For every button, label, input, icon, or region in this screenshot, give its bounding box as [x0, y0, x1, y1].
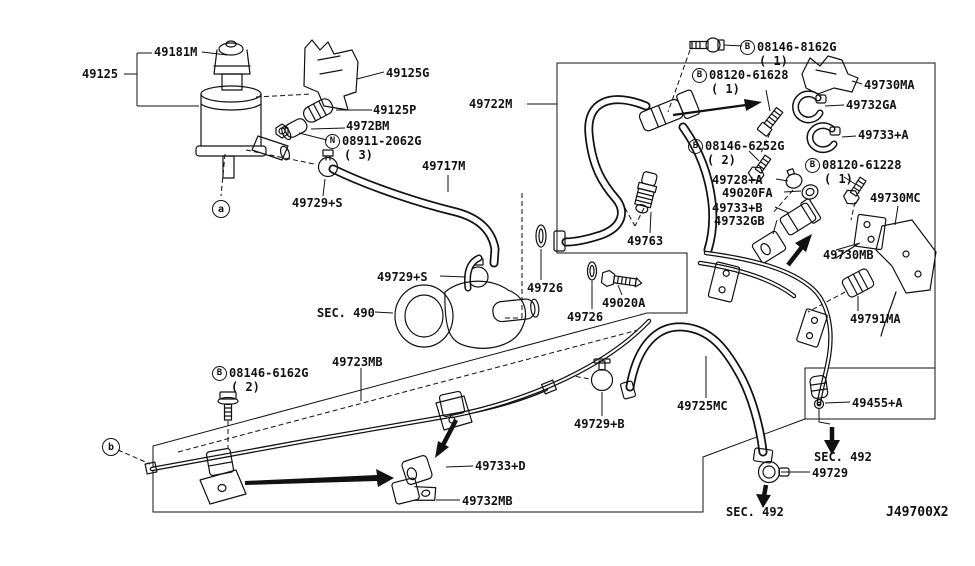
part-label-4972BM[interactable]: 4972BM: [346, 119, 390, 133]
part-label-49730MB[interactable]: 49730MB: [823, 248, 874, 262]
bolt-number: 08120-61228: [822, 158, 902, 172]
circled-b-icon: B: [692, 68, 707, 83]
bolt-08146-6162G: [218, 392, 238, 420]
pressure-sensor-49763: [632, 171, 659, 215]
bolt-08146-8162G: [690, 38, 724, 52]
leader-lines: [124, 45, 898, 500]
hose-clamp: [319, 150, 338, 177]
circled-n-icon: N: [325, 134, 340, 149]
part-label-49725MC[interactable]: 49725MC: [677, 399, 728, 413]
part-label-49726-1[interactable]: 49726: [527, 281, 564, 295]
bolt-qty: ( 2): [231, 380, 260, 394]
part-label-49729S-1[interactable]: 49729+S: [292, 196, 343, 210]
bolt-number: 08146-8162G: [757, 40, 837, 54]
circled-b-icon: B: [805, 158, 820, 173]
part-label-49791MA[interactable]: 49791MA: [850, 312, 901, 326]
power-steering-pump: [395, 258, 540, 348]
bolt-qty: ( 1): [824, 172, 853, 186]
bolt-qty: ( 1): [759, 54, 788, 68]
part-label-49733B[interactable]: 49733+B: [712, 201, 763, 215]
part-label-49729S-2[interactable]: 49729+S: [377, 270, 428, 284]
part-label-49181M[interactable]: 49181M: [154, 45, 198, 59]
part-label-49729B[interactable]: 49729+B: [574, 417, 625, 431]
part-label-49723MB[interactable]: 49723MB: [332, 355, 383, 369]
bolt-number: 08911-2062G: [342, 134, 422, 148]
part-label-49125[interactable]: 49125: [82, 67, 119, 81]
bolt-number: 08146-6162G: [229, 366, 309, 380]
part-label-49020A[interactable]: 49020A: [602, 296, 646, 310]
part-label-49722M[interactable]: 49722M: [469, 97, 513, 111]
part-label-49730MC[interactable]: 49730MC: [870, 191, 921, 205]
connector-marker-b: b: [102, 438, 120, 456]
part-label-49455A[interactable]: 49455+A: [852, 396, 903, 410]
bolt-qty: ( 3): [344, 148, 373, 162]
dashed-lines: [118, 50, 855, 464]
part-label-49732MB[interactable]: 49732MB: [462, 494, 513, 508]
bracket-49732MB: [391, 473, 438, 509]
part-label-49733A[interactable]: 49733+A: [858, 128, 909, 142]
part-label-49730MA[interactable]: 49730MA: [864, 78, 915, 92]
part-label-49125P[interactable]: 49125P: [373, 103, 417, 117]
section-ref-492-right[interactable]: SEC. 492: [814, 450, 872, 464]
part-label-49728A[interactable]: 49728+A: [712, 173, 763, 187]
drawing-code: J49700X2: [886, 505, 949, 520]
clamp-49729B: [592, 359, 613, 391]
part-label-49732GB[interactable]: 49732GB: [714, 214, 765, 228]
bolt-08120-61228: [841, 175, 869, 207]
clamp-49729: [759, 462, 790, 483]
circled-b-icon: B: [212, 366, 227, 381]
part-label-49729[interactable]: 49729: [812, 466, 849, 480]
reservoir-assembly: [196, 41, 291, 178]
section-ref-492-bottom[interactable]: SEC. 492: [726, 505, 784, 519]
bolt-number: 08146-6252G: [705, 139, 785, 153]
orings-and-connector-bolt: [536, 171, 660, 291]
right-side-brackets-and-bolts: [690, 38, 936, 336]
part-label-49125G[interactable]: 49125G: [386, 66, 430, 80]
section-ref-490[interactable]: SEC. 490: [317, 306, 375, 320]
circled-b-icon: B: [688, 139, 703, 154]
circled-b-icon: B: [740, 40, 755, 55]
insulator-49733D: [401, 455, 433, 486]
part-label-49763[interactable]: 49763: [627, 234, 664, 248]
part-label-49020FA[interactable]: 49020FA: [722, 186, 773, 200]
bolt-08146-6252G: [747, 153, 774, 183]
suction-hose-49717M: [319, 150, 496, 287]
part-label-49732GA[interactable]: 49732GA: [846, 98, 897, 112]
bolt-number: 08120-61628: [709, 68, 789, 82]
part-label-49726-2[interactable]: 49726: [567, 310, 604, 324]
bolt-qty: ( 2): [707, 153, 736, 167]
bolt-qty: ( 1): [711, 82, 740, 96]
reservoir-bracket-and-fittings: [276, 40, 358, 141]
part-label-49733D[interactable]: 49733+D: [475, 459, 526, 473]
bolt-08120-61628: [757, 106, 784, 136]
part-label-49717M[interactable]: 49717M: [422, 159, 466, 173]
direction-arrows: [245, 99, 840, 508]
connector-marker-a: a: [212, 200, 230, 218]
return-tubes-49723MB: [145, 321, 649, 509]
return-hose-49725MC: [620, 327, 789, 483]
